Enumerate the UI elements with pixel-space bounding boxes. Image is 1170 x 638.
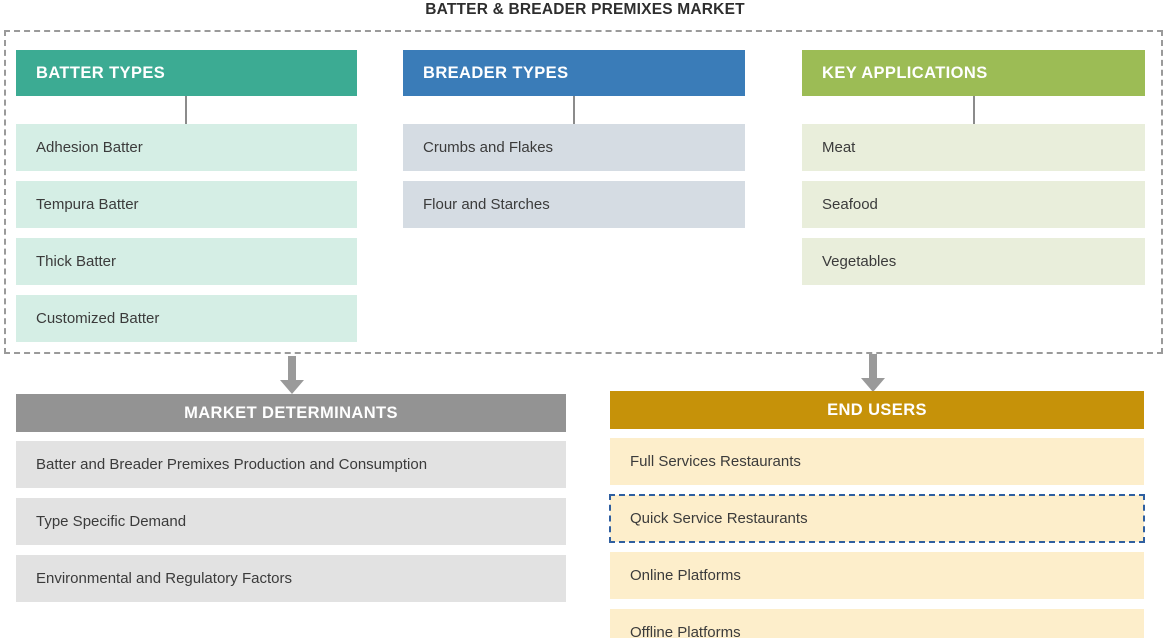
column-items-applications: Meat Seafood Vegetables: [802, 124, 1145, 285]
list-item[interactable]: Type Specific Demand: [16, 498, 566, 545]
section-items-market-determinants: Batter and Breader Premixes Production a…: [16, 441, 566, 602]
market-segmentation-group: [4, 30, 1163, 354]
list-item[interactable]: Adhesion Batter: [16, 124, 357, 171]
section-items-end-users: Full Services Restaurants Quick Service …: [609, 438, 1145, 638]
page-title: BATTER & BREADER PREMIXES MARKET: [425, 1, 745, 18]
section-market-determinants: MARKET DETERMINANTS Batter and Breader P…: [16, 394, 566, 602]
list-item[interactable]: Crumbs and Flakes: [403, 124, 745, 171]
down-arrow-icon: [280, 356, 304, 394]
list-item[interactable]: Online Platforms: [610, 552, 1144, 599]
column-batter-types: BATTER TYPES Adhesion Batter Tempura Bat…: [16, 50, 357, 342]
column-header-breader-types[interactable]: BREADER TYPES: [403, 50, 745, 96]
list-item[interactable]: Full Services Restaurants: [610, 438, 1144, 485]
connector-line-batter: [185, 96, 187, 124]
down-arrow-icon: [861, 354, 885, 392]
list-item[interactable]: Customized Batter: [16, 295, 357, 342]
list-item[interactable]: Tempura Batter: [16, 181, 357, 228]
section-header-market-determinants[interactable]: MARKET DETERMINANTS: [16, 394, 566, 432]
column-breader-types: BREADER TYPES Crumbs and Flakes Flour an…: [403, 50, 745, 228]
list-item[interactable]: Meat: [802, 124, 1145, 171]
list-item[interactable]: Environmental and Regulatory Factors: [16, 555, 566, 602]
list-item[interactable]: Vegetables: [802, 238, 1145, 285]
list-item[interactable]: Thick Batter: [16, 238, 357, 285]
list-item[interactable]: Flour and Starches: [403, 181, 745, 228]
list-item[interactable]: Offline Platforms: [610, 609, 1144, 638]
section-header-end-users[interactable]: END USERS: [610, 391, 1144, 429]
connector-line-applications: [973, 96, 975, 124]
column-items-breader: Crumbs and Flakes Flour and Starches: [403, 124, 745, 228]
column-header-batter-types[interactable]: BATTER TYPES: [16, 50, 357, 96]
connector-line-breader: [573, 96, 575, 124]
list-item[interactable]: Seafood: [802, 181, 1145, 228]
list-item-selected[interactable]: Quick Service Restaurants: [609, 494, 1145, 543]
list-item[interactable]: Batter and Breader Premixes Production a…: [16, 441, 566, 488]
section-end-users: END USERS Full Services Restaurants Quic…: [609, 391, 1145, 638]
column-items-batter: Adhesion Batter Tempura Batter Thick Bat…: [16, 124, 357, 342]
column-header-key-applications[interactable]: KEY APPLICATIONS: [802, 50, 1145, 96]
column-key-applications: KEY APPLICATIONS Meat Seafood Vegetables: [802, 50, 1145, 285]
